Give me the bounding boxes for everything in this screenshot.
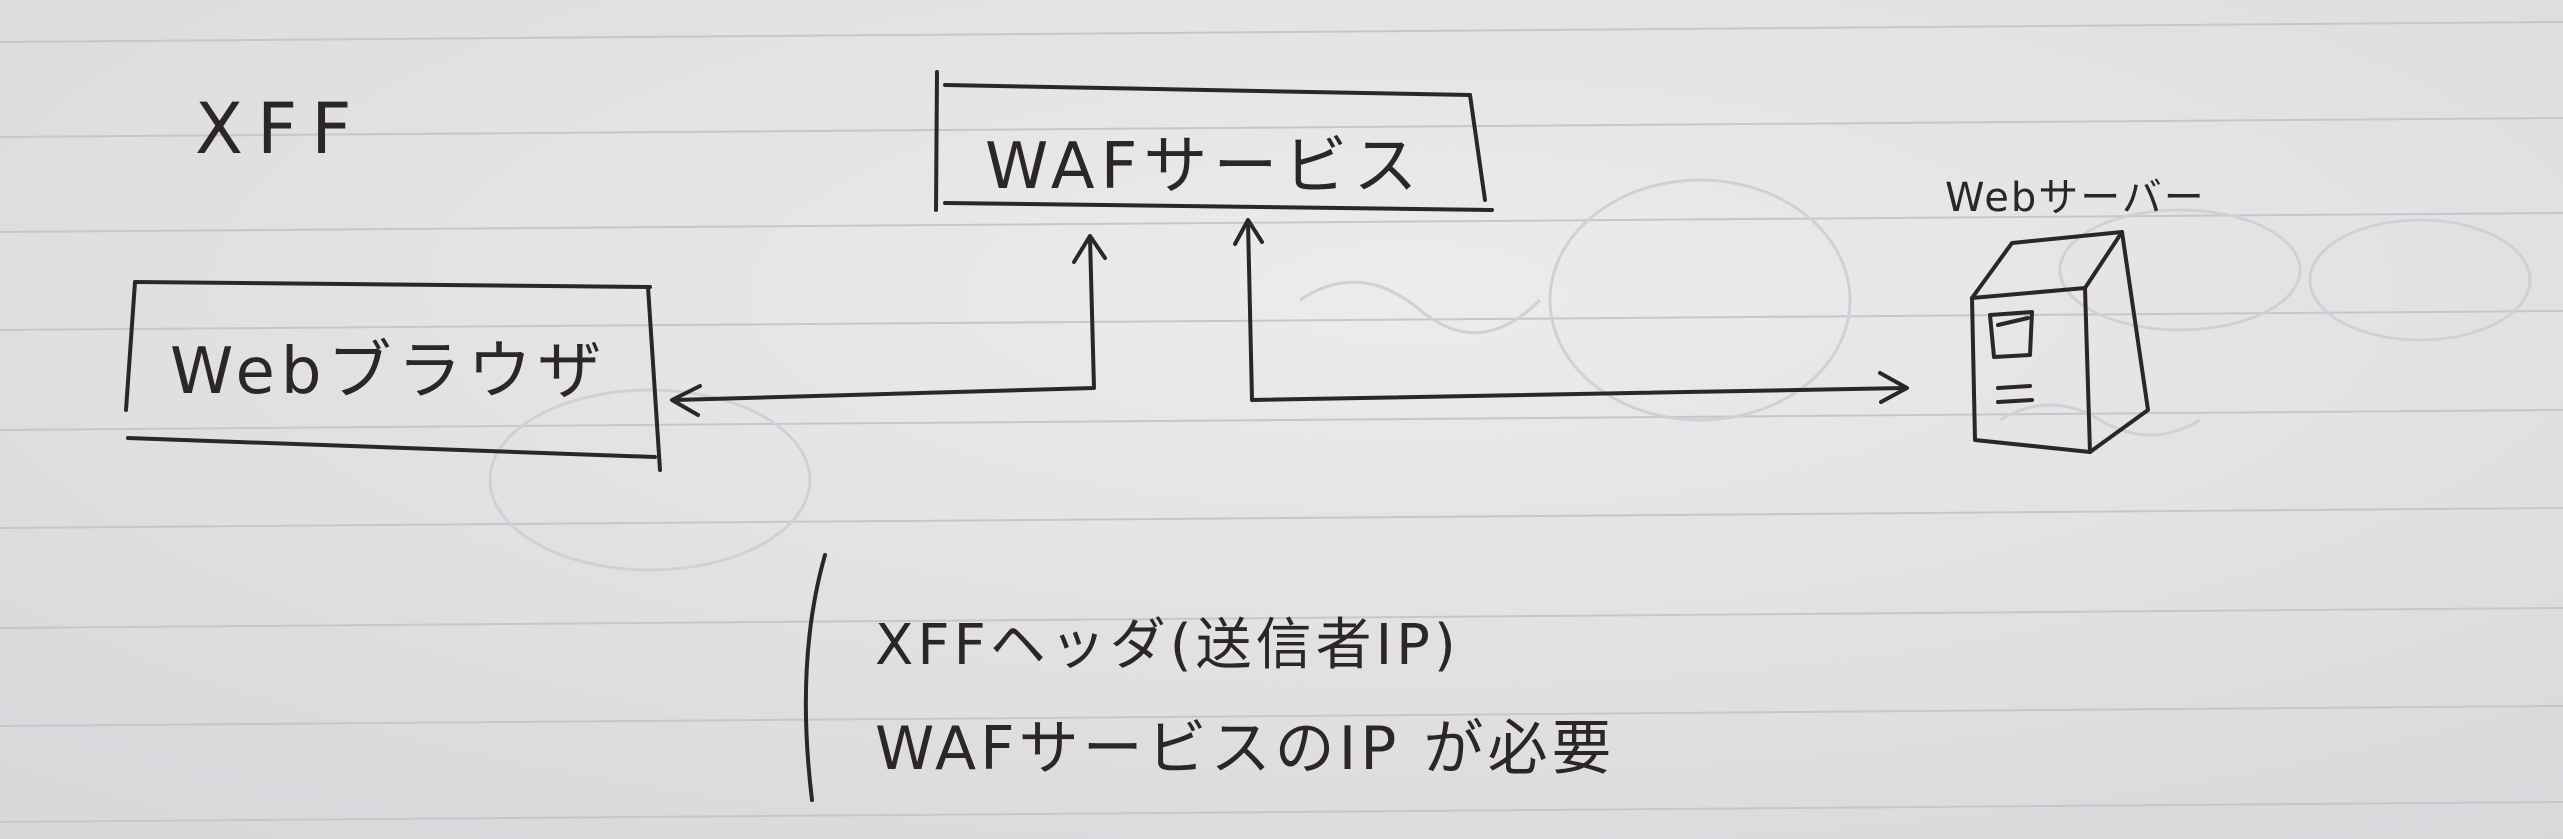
diagram-title: XFF: [195, 88, 366, 170]
faint-mark: [2308, 218, 2532, 342]
waf-box: [934, 70, 1494, 212]
waf-box-top: [943, 83, 1472, 97]
browser-box: [124, 280, 662, 472]
browser-box-top: [133, 280, 652, 289]
faint-mark: [488, 388, 812, 572]
ruled-line: [0, 117, 2563, 138]
connector-line: [673, 236, 1096, 402]
server-panel-mark: [1996, 316, 2030, 327]
ruled-line: [0, 607, 2563, 629]
note-line-1: XFFヘッダ(送信者IP): [875, 613, 1460, 678]
arrow-waf-to-browser: [670, 234, 1107, 417]
waf-box-bottom: [943, 201, 1494, 212]
arrowhead-up: [1233, 218, 1264, 246]
ruled-line: [0, 507, 2563, 529]
faint-mark: [1548, 178, 1852, 422]
arrowhead-right: [1878, 371, 1909, 404]
ruled-lines: [0, 21, 2563, 823]
ruled-line: [0, 705, 2563, 727]
note-line-2: WAFサービスのIP が必要: [875, 714, 1616, 784]
waf-box-left: [934, 70, 939, 212]
waf-box-right: [1468, 93, 1487, 202]
arrowhead-up: [1072, 234, 1107, 264]
ruled-line: [0, 409, 2563, 431]
server-panel: [1988, 310, 2034, 359]
ruled-line: [0, 21, 2563, 43]
browser-box-left: [124, 280, 137, 412]
server-slot: [1996, 384, 2032, 390]
faint-mark: [1299, 280, 1542, 335]
browser-box-right: [646, 285, 662, 472]
faint-mark: [2058, 208, 2302, 332]
browser-label: Webブラウザ: [170, 335, 608, 409]
faint-mark: [1999, 403, 2201, 437]
server-front-face: [1970, 286, 2092, 454]
show-through-marks: [488, 178, 2532, 572]
server-slot: [1996, 398, 2034, 404]
ruled-line: [0, 801, 2563, 823]
waf-label: WAFサービス: [985, 130, 1424, 204]
note-bracket: [803, 553, 827, 802]
connector-line: [1246, 220, 1907, 402]
ruled-line: [0, 212, 2563, 233]
server-icon: [1970, 230, 2150, 454]
arrowhead-left: [670, 384, 702, 417]
server-label: Webサーバー: [1945, 175, 2206, 221]
server-side-face: [2088, 230, 2150, 454]
browser-box-bottom: [126, 436, 657, 459]
arrow-waf-to-server: [1233, 218, 1909, 404]
